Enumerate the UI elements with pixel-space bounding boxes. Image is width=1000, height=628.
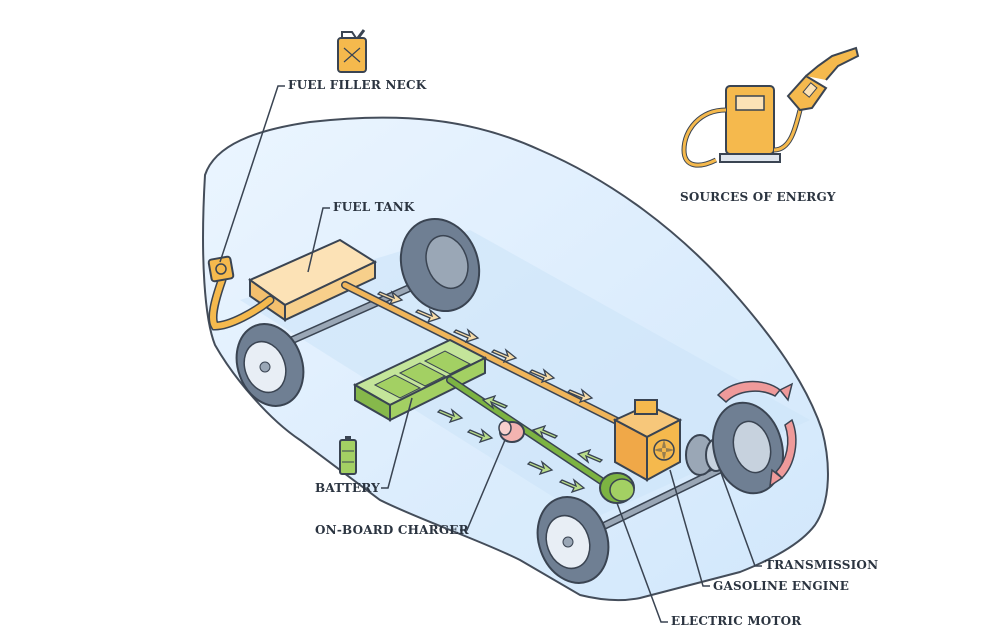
electric-motor xyxy=(599,472,635,504)
label-sources-of-energy: SOURCES OF ENERGY xyxy=(680,190,836,204)
fuel-filler-neck xyxy=(207,255,275,331)
battery-icon xyxy=(339,436,357,475)
on-board-charger xyxy=(498,420,525,443)
gasoline-engine xyxy=(612,399,683,482)
label-gasoline-engine: GASOLINE ENGINE xyxy=(713,579,850,593)
rear-left-wheel xyxy=(235,323,305,407)
jerry-can-icon xyxy=(337,29,367,73)
label-transmission: TRANSMISSION xyxy=(765,558,879,572)
label-battery: BATTERY xyxy=(315,481,380,495)
callout-lines xyxy=(219,85,762,623)
rear-right-wheel xyxy=(399,217,481,313)
label-fuel-filler-neck: FUEL FILLER NECK xyxy=(288,78,427,92)
fuel-tank xyxy=(247,238,378,322)
battery-pack xyxy=(352,338,488,422)
front-right-wheel xyxy=(712,401,784,495)
front-left-wheel xyxy=(536,496,610,584)
fuel-pump-icon xyxy=(681,46,860,168)
electric-flow-arrows xyxy=(436,394,604,494)
rotation-arrows xyxy=(716,380,797,488)
label-fuel-tank: FUEL TANK xyxy=(333,200,415,214)
fuel-flow-arrows xyxy=(376,290,594,404)
label-on-board-charger: ON-BOARD CHARGER xyxy=(315,523,469,537)
label-electric-motor: ELECTRIC MOTOR xyxy=(671,614,802,628)
